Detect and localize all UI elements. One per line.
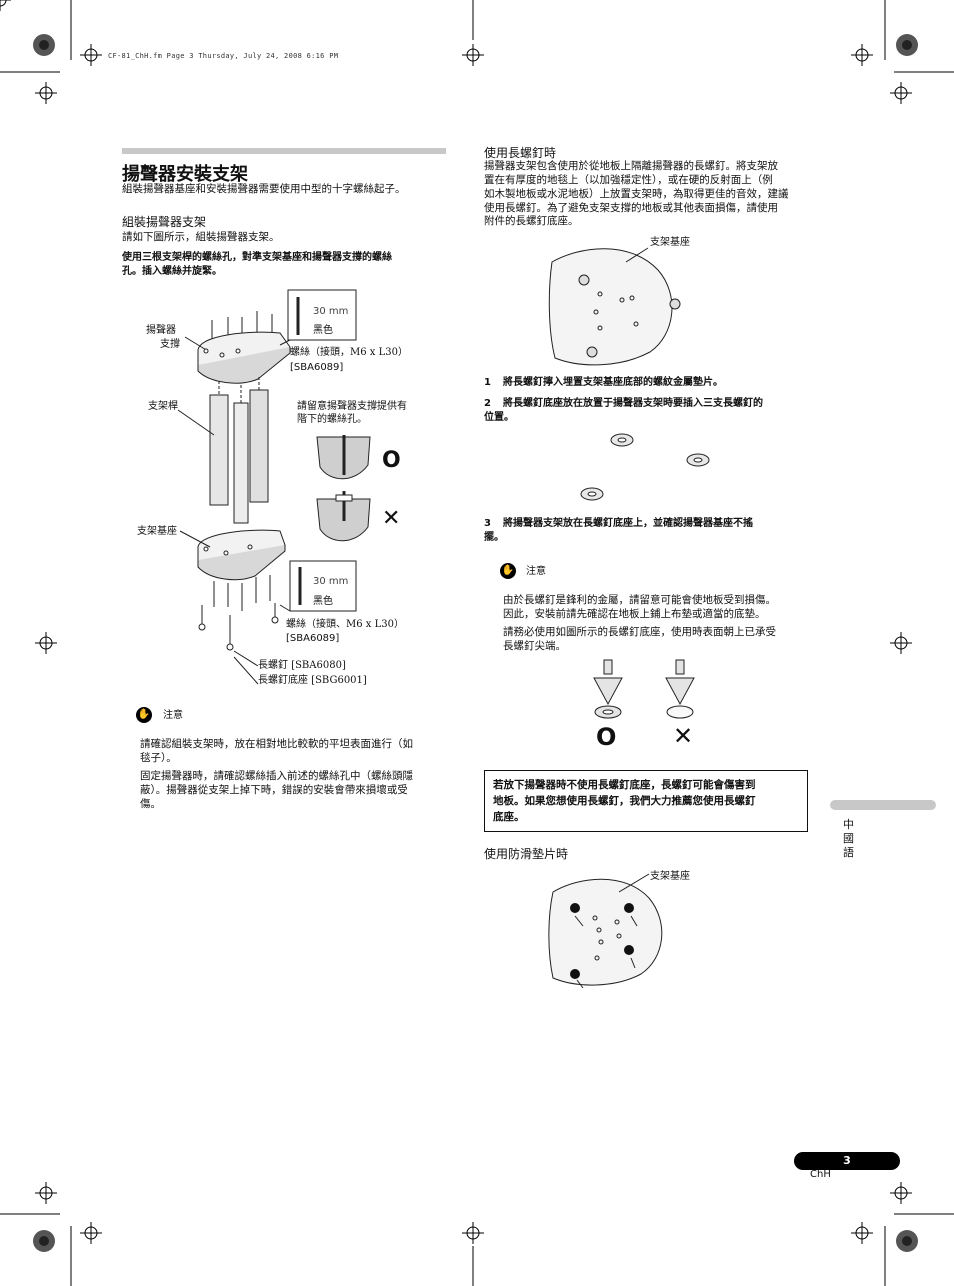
caution-right-2b: 長螺釘尖端。 [503, 640, 566, 652]
section-bar [122, 148, 446, 154]
intro-text: 組裝揚聲器基座和安裝揚聲器需要使用中型的十字螺絲起子。 [122, 183, 406, 195]
pole-label: 支架桿 [148, 401, 178, 412]
step3-text-2: 擺。 [484, 532, 504, 543]
spike-para-5: 附件的長螺釘底座。 [484, 215, 579, 227]
step3-text-1: 將揚聲器支架放在長螺釘底座上，並確認揚聲器基座不搖 [503, 518, 753, 529]
spike-label: 長螺釘 [SBA6080] [258, 660, 346, 671]
page-language-code: ChH [810, 1169, 831, 1180]
assemble-instruction-2: 孔。插入螺絲并旋緊。 [122, 266, 222, 277]
bottom-screw-length: 30 mm [313, 576, 349, 587]
fig1-base-label: 支架基座 [650, 237, 690, 248]
bottom-screw-color: 黑色 [313, 596, 333, 607]
caution-left-1b: 毯子）。 [140, 752, 177, 764]
support-label-2: 支撐 [160, 339, 180, 350]
hole-note-2: 階下的螺絲孔。 [297, 414, 367, 425]
caution-title-left: 注意 [163, 710, 183, 721]
ok-mark-left: O [382, 448, 401, 473]
caution-left-2c: 傷。 [140, 798, 161, 810]
caution-right-1b: 因此，安裝前請先確認在地板上鋪上布墊或適當的底墊。 [503, 608, 766, 620]
step1-number: 1 [484, 377, 491, 388]
spike-base-pads [580, 433, 710, 501]
ng-mark-left: ✕ [382, 506, 401, 531]
language-tab-label: 中國語 [843, 818, 854, 859]
base-label: 支架基座 [137, 526, 177, 537]
spike-base-orientation-figure [593, 659, 695, 719]
pad-heading: 使用防滑墊片時 [484, 847, 569, 861]
bottom-screw-part: [SBA6089] [286, 633, 340, 644]
caution-icon-right: ✋ [500, 563, 516, 579]
ng-mark-right: ✕ [673, 722, 694, 750]
top-screw-part: [SBA6089] [290, 362, 344, 373]
step2-text-1: 將長螺釘底座放在放置于揚聲器支架時要插入三支長螺釘的 [503, 398, 763, 409]
ok-mark-right: O [596, 723, 617, 751]
base-spike-figure [548, 247, 681, 366]
assembly-diagram [177, 289, 371, 685]
page-number: 3 [794, 1152, 900, 1170]
assemble-instruction-1: 使用三根支架桿的螺絲孔，對準支架基座和揚聲器支撐的螺絲 [122, 252, 392, 263]
caution-right-2a: 請務必使用如圖所示的長螺釘底座，使用時表面朝上已承受 [503, 626, 776, 638]
step3-number: 3 [484, 518, 491, 529]
caution-left-2a: 固定揚聲器時，請確認螺絲插入前述的螺絲孔中（螺絲頭隱 [140, 770, 413, 782]
warning-line-2: 地板。如果您想使用長螺釘，我們大力推薦您使用長螺釘 [493, 795, 756, 807]
base-pad-figure [548, 873, 663, 989]
step1-text: 將長螺釘擰入埋置支架基座底部的螺紋金屬墊片。 [503, 377, 723, 388]
hole-note-1: 請留意揚聲器支撐提供有 [297, 401, 407, 412]
top-screw-name: 螺絲（接頭，M6 x L30） [290, 347, 408, 358]
fig2-base-label: 支架基座 [650, 871, 690, 882]
top-screw-color: 黑色 [313, 325, 333, 336]
caution-icon: ✋ [136, 707, 152, 723]
caution-left-2b: 蔽）。揚聲器從支架上掉下時，錯誤的安裝會帶來損壞或受 [140, 784, 408, 796]
page-title: 揚聲器安裝支架 [122, 164, 248, 185]
caution-right-1a: 由於長螺釘是鋒利的金屬，請留意可能會使地板受到損傷。 [503, 594, 776, 606]
assemble-note: 請如下圖所示，組裝揚聲器支架。 [122, 231, 280, 243]
assemble-heading: 組裝揚聲器支架 [122, 215, 207, 229]
spike-para-1: 揚聲器支架包含使用於從地板上隔離揚聲器的長螺釘。將支架放 [484, 160, 778, 172]
spike-para-4: 使用長螺釘。為了避免支架支撐的地板或其他表面損傷，請使用 [484, 202, 778, 214]
spike-para-3: 如木製地板或水泥地板）上放置支架時，為取得更佳的音效，建議 [484, 188, 789, 200]
step2-text-2: 位置。 [484, 412, 514, 423]
caution-title-right: 注意 [526, 566, 546, 577]
warning-line-1: 若放下揚聲器時不使用長螺釘底座，長螺釘可能會傷害到 [493, 779, 756, 791]
spike-heading: 使用長螺釘時 [484, 146, 557, 160]
spike-para-2: 置在有厚度的地毯上（以加強穩定性），或在硬的反射面上（例 [484, 174, 773, 186]
bottom-screw-name: 螺絲（接頭、M6 x L30） [286, 619, 404, 630]
warning-box: 若放下揚聲器時不使用長螺釘底座，長螺釘可能會傷害到 地板。如果您想使用長螺釘，我… [484, 770, 808, 832]
warning-line-3: 底座。 [493, 811, 525, 823]
print-header: CF-81_ChH.fm Page 3 Thursday, July 24, 2… [108, 52, 339, 60]
step2-number: 2 [484, 398, 491, 409]
top-screw-length: 30 mm [313, 306, 349, 317]
support-label-1: 揚聲器 [146, 325, 176, 336]
spike-base-label: 長螺釘底座 [SBG6001] [258, 675, 367, 686]
language-tab [830, 800, 936, 810]
caution-left-1a: 請確認組裝支架時，放在相對地比較軟的平坦表面進行（如 [140, 738, 413, 750]
